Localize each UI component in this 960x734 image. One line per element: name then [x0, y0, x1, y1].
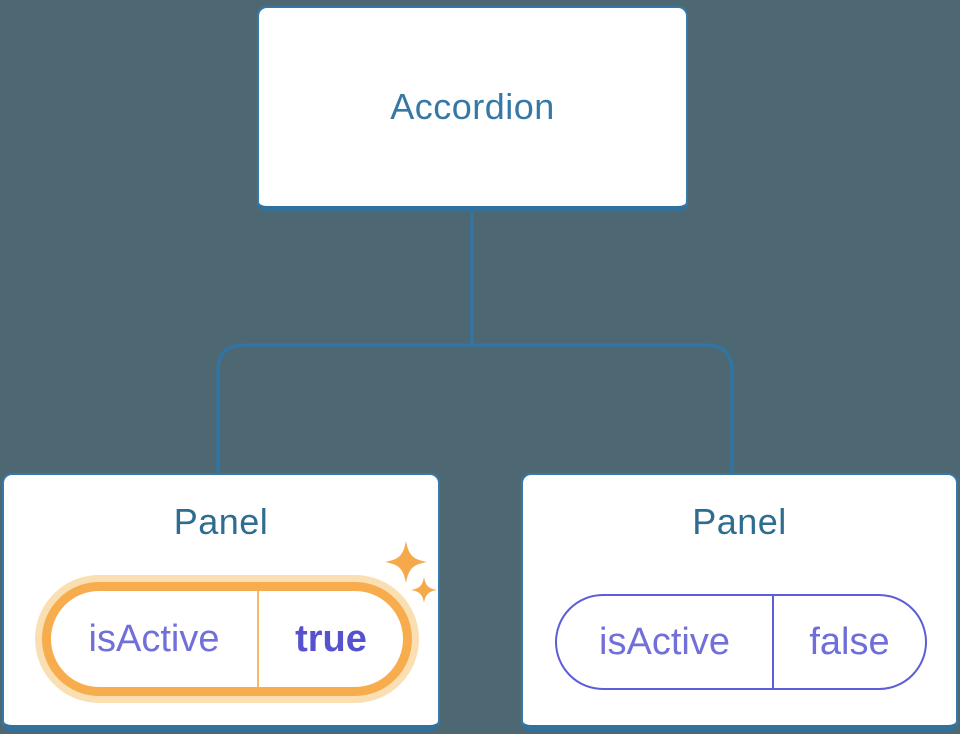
- prop-name-label: isActive: [599, 620, 730, 663]
- prop-value-cell: false: [774, 596, 925, 688]
- panel-card-active: Panel isActive true: [2, 473, 440, 731]
- accordion-component-box: Accordion: [257, 6, 688, 212]
- prop-value-cell: true: [259, 591, 403, 687]
- prop-name-cell: isActive: [51, 591, 257, 687]
- pill-divider: [772, 596, 774, 688]
- panel-card-inactive: Panel isActive false: [521, 473, 958, 731]
- pill-divider: [257, 591, 259, 687]
- prop-value-label: true: [295, 617, 367, 660]
- prop-pill-active: isActive true: [42, 582, 412, 696]
- prop-value-label: false: [809, 620, 890, 663]
- sparkle-icon-small: [411, 577, 437, 603]
- accordion-label: Accordion: [390, 86, 555, 127]
- prop-pill-inactive: isActive false: [555, 594, 927, 690]
- sparkle-icon-large: [385, 541, 427, 583]
- prop-name-cell: isActive: [557, 596, 772, 688]
- panel-title: Panel: [173, 501, 269, 542]
- panel-title: Panel: [692, 501, 787, 542]
- prop-name-label: isActive: [88, 617, 220, 660]
